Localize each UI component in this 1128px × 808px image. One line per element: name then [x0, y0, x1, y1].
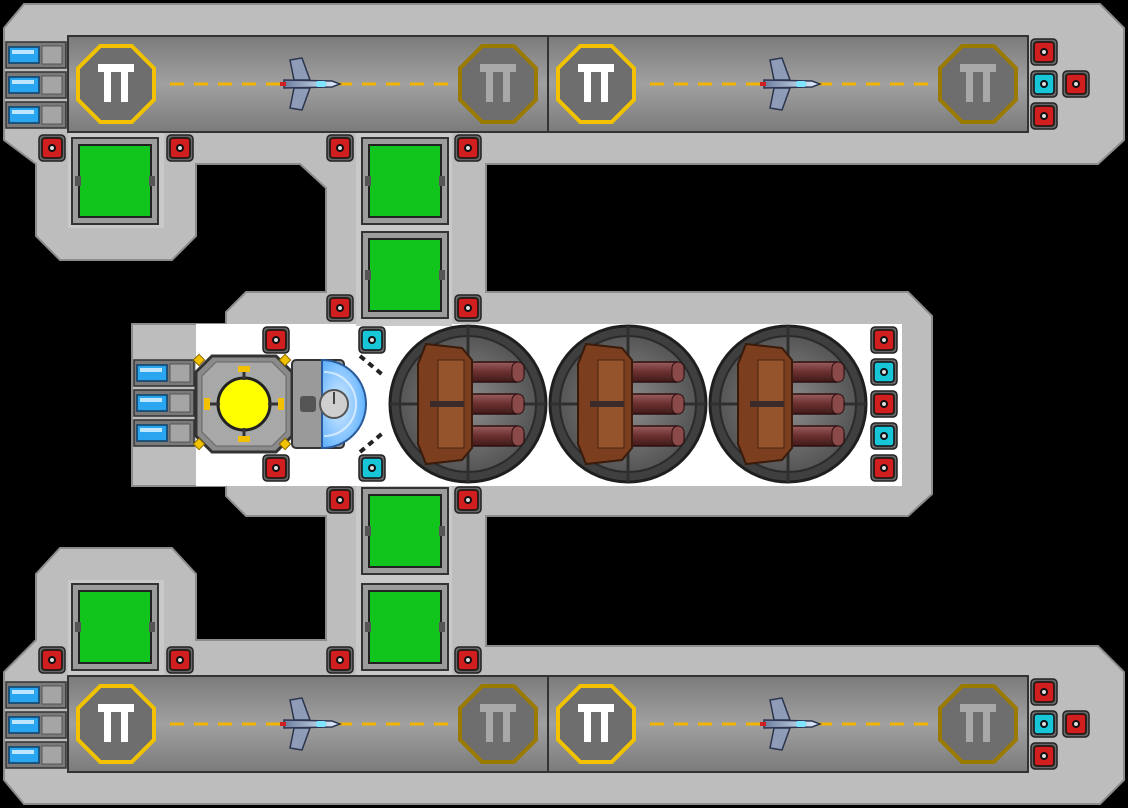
cyan-port-icon[interactable] — [358, 326, 386, 354]
shield-generator-icon[interactable] — [291, 354, 386, 454]
red-port-icon[interactable] — [326, 294, 354, 322]
thruster-icon — [5, 101, 67, 129]
cyan-port-icon[interactable] — [870, 358, 898, 386]
cyan-port-icon[interactable] — [870, 422, 898, 450]
red-port-icon[interactable] — [166, 134, 194, 162]
cyan-port-icon[interactable] — [358, 454, 386, 482]
landing-pad-icon[interactable] — [76, 684, 156, 764]
fighter-ship-icon[interactable] — [760, 57, 823, 111]
landing-pads — [76, 44, 1018, 764]
red-port-icon[interactable] — [1030, 102, 1058, 130]
reactor-core-icon[interactable] — [192, 353, 294, 454]
fighter-ship-icon[interactable] — [280, 697, 343, 751]
red-port-icon[interactable] — [870, 326, 898, 354]
red-port-icon[interactable] — [38, 134, 66, 162]
red-port-icon[interactable] — [870, 390, 898, 418]
thruster-icon — [5, 681, 67, 709]
thruster-icon — [5, 71, 67, 99]
red-port-icon[interactable] — [326, 646, 354, 674]
red-port-icon[interactable] — [870, 454, 898, 482]
landing-pad-icon[interactable] — [938, 44, 1018, 124]
ports — [38, 38, 1090, 770]
triple-cannon-turret-icon[interactable] — [548, 324, 708, 484]
landing-pad-icon[interactable] — [76, 44, 156, 124]
thrusters — [5, 41, 195, 769]
red-port-icon[interactable] — [1030, 742, 1058, 770]
thruster-icon — [133, 359, 195, 387]
green-room[interactable] — [71, 137, 159, 225]
cyan-port-icon[interactable] — [1030, 70, 1058, 98]
red-port-icon[interactable] — [1030, 678, 1058, 706]
landing-pad-icon[interactable] — [458, 684, 538, 764]
fighters — [280, 57, 823, 751]
thruster-icon — [5, 711, 67, 739]
thruster-icon — [133, 419, 195, 447]
thruster-icon — [5, 741, 67, 769]
green-room[interactable] — [361, 137, 449, 225]
fighter-ship-icon[interactable] — [760, 697, 823, 751]
green-room[interactable] — [361, 487, 449, 575]
landing-pad-icon[interactable] — [458, 44, 538, 124]
red-port-icon[interactable] — [1062, 70, 1090, 98]
green-room[interactable] — [361, 231, 449, 319]
fighter-ship-icon[interactable] — [280, 57, 343, 111]
landing-pad-icon[interactable] — [938, 684, 1018, 764]
red-port-icon[interactable] — [454, 134, 482, 162]
thruster-icon — [5, 41, 67, 69]
thruster-icon — [133, 389, 195, 417]
cyan-port-icon[interactable] — [1030, 710, 1058, 738]
landing-pad-icon[interactable] — [556, 44, 636, 124]
red-port-icon[interactable] — [1030, 38, 1058, 66]
red-port-icon[interactable] — [262, 326, 290, 354]
triple-cannon-turret-icon[interactable] — [388, 324, 548, 484]
turrets — [388, 324, 868, 484]
green-rooms — [71, 137, 449, 671]
red-port-icon[interactable] — [454, 646, 482, 674]
red-port-icon[interactable] — [262, 454, 290, 482]
triple-cannon-turret-icon[interactable] — [708, 324, 868, 484]
green-room[interactable] — [71, 583, 159, 671]
red-port-icon[interactable] — [326, 134, 354, 162]
red-port-icon[interactable] — [166, 646, 194, 674]
red-port-icon[interactable] — [1062, 710, 1090, 738]
red-port-icon[interactable] — [454, 294, 482, 322]
red-port-icon[interactable] — [454, 486, 482, 514]
green-room[interactable] — [361, 583, 449, 671]
landing-pad-icon[interactable] — [556, 684, 636, 764]
red-port-icon[interactable] — [326, 486, 354, 514]
red-port-icon[interactable] — [38, 646, 66, 674]
